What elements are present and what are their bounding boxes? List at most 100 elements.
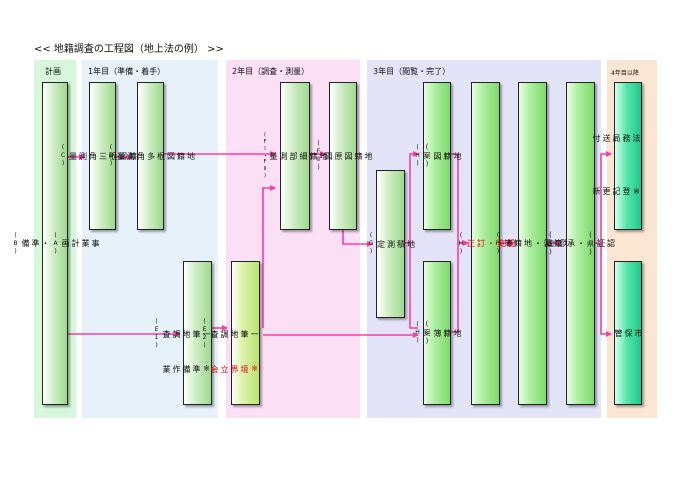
- phase-label-plan: 計画: [45, 67, 61, 76]
- char: 簿: [433, 328, 442, 338]
- char: 籍: [553, 239, 563, 248]
- area-measurement-box-g-text: 地 積 測 定 (G): [368, 171, 416, 317]
- char: 量: [68, 151, 78, 161]
- char: 計: [71, 239, 80, 248]
- char: 地: [453, 328, 462, 338]
- arrow-g-to-hbook: [409, 243, 418, 329]
- char: 地: [182, 329, 191, 339]
- parcel-survey-box-e1: 一 筆 地 調 査 (E1) ※ 準 備 作 業: [153, 261, 212, 405]
- char: 会: [210, 364, 219, 374]
- arrow-cert-to-send: [595, 151, 612, 244]
- triangulation-box-c: 地 籍 図 根 三 角 測 量 (C): [60, 82, 148, 230]
- char: (H): [414, 144, 421, 168]
- phase-label-year4: 4年目以降: [611, 70, 639, 77]
- char: (FⅠ・FⅡ): [262, 132, 268, 180]
- char: 量: [269, 151, 278, 161]
- certification-box-text: 認 証 (県) ・ 承 認 (国): [547, 83, 616, 404]
- char: (C): [59, 144, 67, 168]
- char: (案): [423, 143, 431, 169]
- char: 局: [612, 133, 621, 143]
- char: 準: [192, 364, 201, 374]
- char: ※: [250, 364, 259, 374]
- char: 登: [622, 187, 631, 196]
- char: 簿: [503, 239, 513, 248]
- char: 法: [632, 133, 641, 143]
- char: 画: [61, 239, 70, 248]
- arrow-f2-to-g: [342, 230, 373, 247]
- char: 訂: [476, 239, 486, 248]
- char: (H): [457, 231, 465, 256]
- char: 管: [614, 328, 623, 338]
- draft-register-box-h-text: 地 籍 簿 (案) (H): [414, 262, 462, 404]
- char: 付: [592, 133, 601, 143]
- char: 備: [182, 364, 191, 374]
- char: 査: [162, 329, 171, 339]
- char: 調: [172, 329, 181, 339]
- char: 備: [21, 239, 30, 248]
- final-map-register-box: 地 籍 図 ・ 地 籍 簿 (H): [495, 82, 573, 405]
- original-map-box-f2: 地 籍 図 原 図 (FⅡ): [315, 82, 373, 230]
- char: ・: [486, 239, 496, 248]
- char: 角: [88, 151, 98, 161]
- char: (案): [423, 320, 431, 346]
- arrow-e2-to-f1: [262, 185, 276, 328]
- char: 覧: [496, 239, 506, 248]
- char: (県): [586, 230, 595, 257]
- char: 記: [612, 187, 621, 196]
- char: ・: [576, 239, 586, 248]
- char: 測: [78, 151, 88, 161]
- char: 部: [289, 151, 298, 161]
- char: 閲: [506, 239, 516, 248]
- char: (G): [367, 232, 375, 256]
- char: 正: [466, 239, 476, 248]
- arrow-h-to-review: [451, 153, 468, 333]
- char: ※: [202, 364, 211, 374]
- city-storage-box: 市 保 管: [614, 261, 643, 405]
- parcel-survey-box-e2: 一 筆 地 調 査 (E2) ※ 境 界 立 会: [201, 261, 260, 405]
- char: 証: [596, 239, 606, 248]
- char: 務: [622, 133, 631, 143]
- char: 認: [556, 239, 566, 248]
- char: 地: [453, 151, 462, 161]
- char: 定: [376, 239, 386, 249]
- arrow-g-to-hmap: [405, 151, 419, 244]
- char: (A): [52, 231, 59, 256]
- certification-box: 認 証 (県) ・ 承 認 (国): [547, 82, 616, 405]
- char: 境: [240, 364, 249, 374]
- char: (国): [546, 230, 555, 257]
- char: 立: [220, 364, 229, 374]
- char: 根: [108, 151, 118, 161]
- char: 認: [606, 239, 616, 248]
- review-correction-box: 閲 覧 ・ 訂 正 (H): [458, 82, 516, 405]
- char: 新: [592, 187, 601, 196]
- final-map-register-box-text: 地 籍 図 ・ 地 籍 簿 (H): [495, 83, 573, 404]
- char: 籍: [513, 239, 523, 248]
- char: 積: [396, 239, 406, 249]
- phase-label-year2: 2年目（調査・測量）: [232, 67, 310, 76]
- char: 一: [250, 329, 259, 339]
- char: 界: [230, 364, 239, 374]
- area-measurement-box-g: 地 積 測 定 (G): [368, 170, 416, 318]
- char: 籍: [176, 151, 186, 161]
- char: 事: [91, 239, 100, 248]
- char: 細: [299, 151, 308, 161]
- polygon-survey-box-d: 地 籍 図 根 多 角 測 量 (D): [108, 82, 196, 230]
- char: (E2): [201, 318, 208, 350]
- char: 測: [386, 239, 396, 249]
- char: 図: [543, 239, 553, 248]
- char: 測: [279, 151, 288, 161]
- char: 市: [634, 328, 643, 338]
- legal-affairs-send-box: 法 務 局 送 付 ※ 登 記 更 新: [592, 82, 642, 230]
- char: 籍: [309, 151, 318, 161]
- char: (H): [414, 321, 421, 345]
- char: 査: [210, 329, 219, 339]
- char: 籍: [443, 328, 452, 338]
- char: 調: [220, 329, 229, 339]
- legal-affairs-send-box-text: 法 務 局 送 付 ※ 登 記 更 新: [592, 83, 641, 229]
- char: 図: [433, 151, 442, 161]
- plan-box: 事 業 計 画 (A) ・ 準 備 (B): [12, 82, 100, 405]
- char: 送: [602, 133, 611, 143]
- phase-label-year3: 3年目（閲覧・完了）: [373, 67, 451, 76]
- char: 根: [156, 151, 166, 161]
